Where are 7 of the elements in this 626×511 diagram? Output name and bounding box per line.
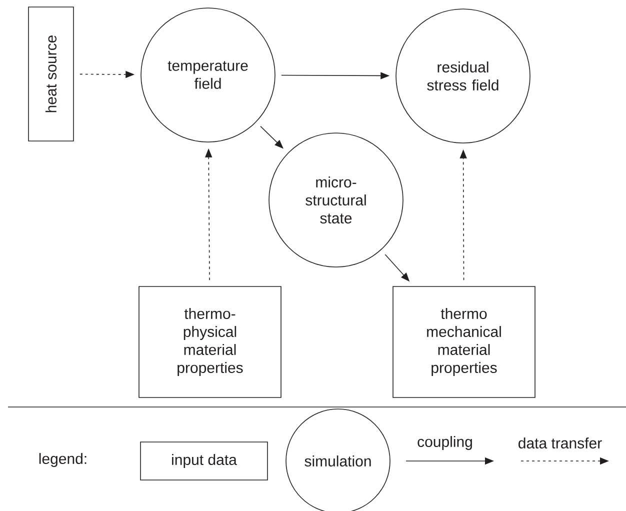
legend-box: input data [140, 442, 268, 480]
input-box: thermo mechanical material properties [392, 286, 536, 398]
input-box: heat source [28, 6, 74, 142]
legend-title: legend: [39, 453, 86, 467]
input-box: thermo- physical material properties [138, 286, 282, 398]
legend-label: coupling [418, 436, 472, 450]
legend-label: data transfer [518, 438, 602, 448]
